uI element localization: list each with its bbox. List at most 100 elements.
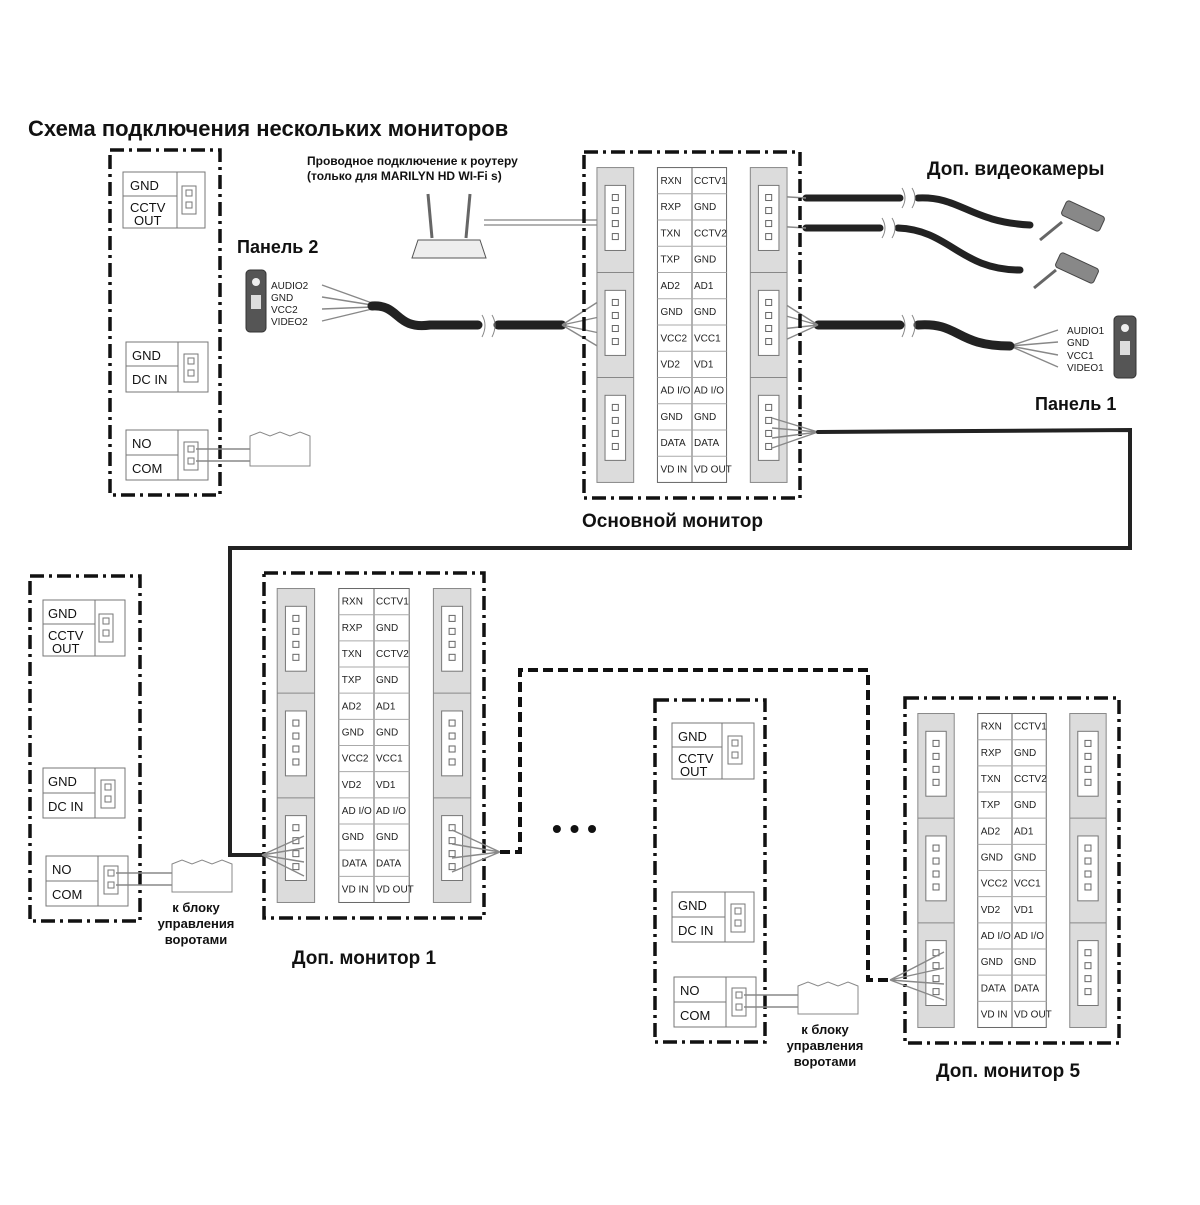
main-backplate: GND CCTV OUT GND DC IN NO COM <box>108 148 311 497</box>
monitor1-term-right-2: GND <box>376 623 398 634</box>
monitor5-term-right-9: AD I/O <box>1014 931 1044 942</box>
monitor1-term-left-3: TXN <box>342 649 362 660</box>
monitor1-term-right-10: GND <box>376 832 398 843</box>
monitor5-right-connector-1 <box>1077 730 1099 797</box>
main-monitor-heading: Основной монитор <box>582 511 763 532</box>
router-note-line2: (только для MARILYN HD WI-Fi s) <box>307 169 502 183</box>
panel-2-pin-4: VIDEO2 <box>271 317 308 328</box>
monitor1-term-left-2: RXP <box>342 623 363 634</box>
monitor5-term-right-10: GND <box>1014 957 1036 968</box>
monitor1-term-right-1: CCTV1 <box>376 597 409 608</box>
main-monitor-term-left-7: VCC2 <box>660 333 687 344</box>
no-label: NO <box>132 436 152 451</box>
m5-cctv-label: CCTV <box>678 751 714 766</box>
panel-2-heading: Панель 2 <box>237 237 318 257</box>
main-monitor-term-right-12: VD OUT <box>694 464 732 475</box>
monitor5-term-left-9: AD I/O <box>981 931 1011 942</box>
panel-2-pin-2: GND <box>271 293 293 304</box>
monitor1-term-right-8: VD1 <box>376 780 396 791</box>
monitor1-term-right-9: AD I/O <box>376 806 406 817</box>
monitor1-term-left-6: GND <box>342 728 364 739</box>
panel-2-pin-3: VCC2 <box>271 305 298 316</box>
gate-note-1-line2: управления <box>158 916 235 931</box>
m1-dc-gnd-label: GND <box>48 774 77 789</box>
m5-no-label: NO <box>680 983 700 998</box>
bus-main-to-monitor1 <box>228 427 1132 857</box>
m5-out-label: OUT <box>680 764 708 779</box>
monitor5-term-left-12: VD IN <box>981 1010 1008 1021</box>
monitor5-term-right-11: DATA <box>1014 983 1040 994</box>
monitor5-term-right-1: CCTV1 <box>1014 722 1047 733</box>
panel-1-pin-3: VCC1 <box>1067 351 1094 362</box>
dc-in-label: DC IN <box>132 372 167 387</box>
monitor1-term-left-9: AD I/O <box>342 806 372 817</box>
monitor1-term-right-4: GND <box>376 675 398 686</box>
monitor1-term-left-10: GND <box>342 832 364 843</box>
ellipsis-more-monitors: • • • <box>552 813 597 844</box>
monitor5-term-left-6: GND <box>981 853 1003 864</box>
main-monitor-term-left-1: RXN <box>660 176 681 187</box>
out-label: OUT <box>134 213 162 228</box>
main-monitor-term-right-5: AD1 <box>694 281 714 292</box>
panel-1-pin-2: GND <box>1067 338 1089 349</box>
monitor5-term-right-2: GND <box>1014 748 1036 759</box>
monitor1-term-left-8: VD2 <box>342 780 362 791</box>
main-monitor-term-right-2: GND <box>694 202 716 213</box>
main-monitor-term-left-11: DATA <box>660 438 686 449</box>
m5-com-label: COM <box>680 1008 710 1023</box>
main-monitor-term-right-3: CCTV2 <box>694 228 727 239</box>
cameras: Доп. видеокамеры <box>771 159 1105 290</box>
m1-gnd-label: GND <box>48 606 77 621</box>
com-label: COM <box>132 461 162 476</box>
gate-note-1-line3: воротами <box>165 932 228 947</box>
main-monitor-term-right-1: CCTV1 <box>694 176 727 187</box>
main-monitor-term-right-10: GND <box>694 412 716 423</box>
monitor1-frame <box>262 571 486 920</box>
router-icon: Проводное подключение к роутеру (только … <box>307 154 600 259</box>
monitor5-term-right-6: GND <box>1014 853 1036 864</box>
cameras-heading: Доп. видеокамеры <box>927 159 1105 180</box>
gate-note-5-line3: воротами <box>794 1054 857 1069</box>
main-monitor-term-left-6: GND <box>660 307 682 318</box>
monitor1-term-left-11: DATA <box>342 858 368 869</box>
camera-1-icon <box>1039 200 1105 242</box>
monitor5-left-connector-2 <box>925 835 947 902</box>
gate-note-5-line1: к блоку <box>801 1022 849 1037</box>
monitor1-left-connector-1 <box>284 605 307 672</box>
panel-2: Панель 2 AUDIO2 GND VCC2 VIDEO2 <box>237 237 605 351</box>
monitor5-term-left-4: TXP <box>981 800 1001 811</box>
main-monitor-term-left-12: VD IN <box>660 464 687 475</box>
main-monitor-term-left-5: AD2 <box>660 281 680 292</box>
monitor5-term-left-7: VCC2 <box>981 879 1008 890</box>
monitor5-term-left-5: AD2 <box>981 826 1001 837</box>
main-monitor-left-connector-2 <box>604 289 627 356</box>
gate-note-1-line1: к блоку <box>172 900 220 915</box>
monitor5-term-left-10: GND <box>981 957 1003 968</box>
main-monitor-term-left-2: RXP <box>660 202 681 213</box>
gate-connector-icon <box>797 981 859 1015</box>
monitor1-right-connector-2 <box>441 710 464 777</box>
m1-dc-in-label: DC IN <box>48 799 83 814</box>
main-monitor-left-connector-3 <box>604 394 627 461</box>
panel-1: AUDIO1 GND VCC1 VIDEO1 Панель 1 <box>771 295 1137 414</box>
monitor1-term-left-1: RXN <box>342 597 363 608</box>
monitor5-term-left-8: VD2 <box>981 905 1001 916</box>
monitor5-term-right-8: VD1 <box>1014 905 1034 916</box>
monitor1-term-right-12: VD OUT <box>376 885 414 896</box>
monitor1-term-right-6: GND <box>376 728 398 739</box>
m5-gnd-label: GND <box>678 729 707 744</box>
monitor5-backplate: GND CCTV OUT GND DC IN NO COM к блоку уп… <box>653 698 863 1069</box>
gate-connector-icon <box>249 431 311 467</box>
monitor5-left-connector-3 <box>925 940 947 1006</box>
panel-1-pin-1: AUDIO1 <box>1067 326 1105 337</box>
monitor1-term-left-7: VCC2 <box>342 754 369 765</box>
main-monitor-term-right-9: AD I/O <box>694 386 724 397</box>
main-monitor-left-connector-1 <box>604 184 627 251</box>
monitor1-backplate: GND CCTV OUT GND DC IN NO COM к блоку уп… <box>28 574 235 947</box>
monitor1-right-connector-1 <box>441 605 464 672</box>
bus-monitor1-to-monitor5 <box>500 668 890 982</box>
m1-cctv-label: CCTV <box>48 628 84 643</box>
